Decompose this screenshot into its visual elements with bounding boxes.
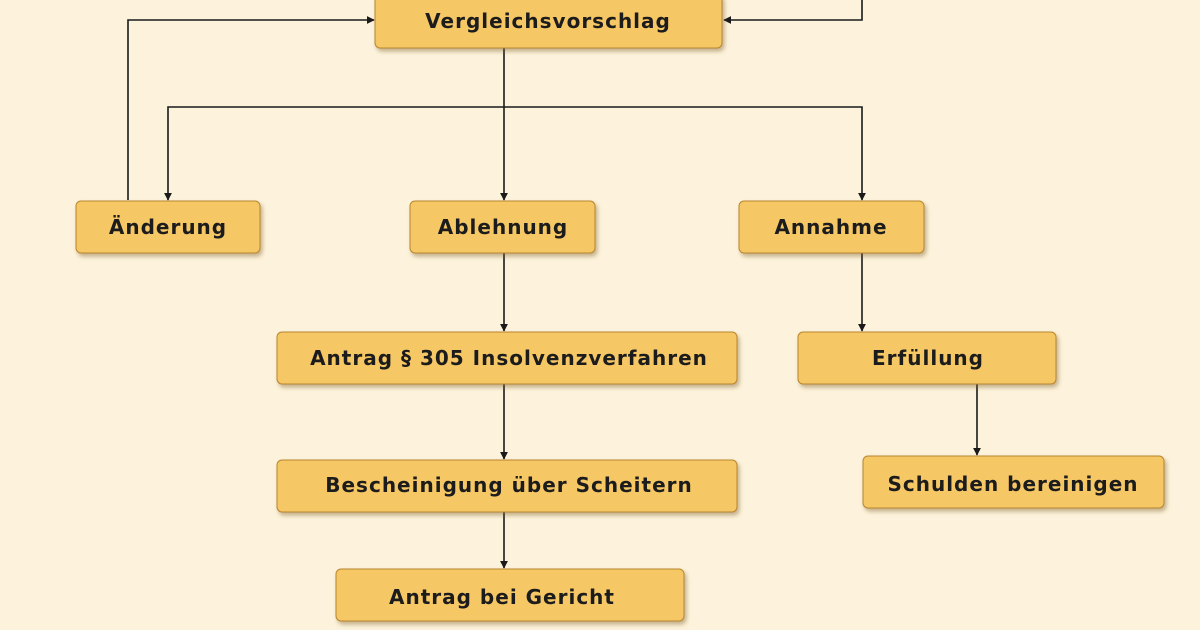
node-annahme: Annahme — [738, 200, 925, 254]
connector-right-feedback-to-vergleichsvorschlag — [723, 0, 863, 24]
node-annahme-label: Annahme — [774, 215, 887, 239]
node-vergleichsvorschlag-label: Vergleichsvorschlag — [425, 9, 671, 33]
node-ablehnung-label: Ablehnung — [438, 215, 568, 239]
node-vergleichsvorschlag: Vergleichsvorschlag — [374, 0, 723, 49]
node-ablehnung: Ablehnung — [409, 200, 596, 254]
node-antrag-305: Antrag § 305 Insolvenzverfahren — [276, 331, 738, 385]
node-antrag-gericht-label: Antrag bei Gericht — [389, 585, 615, 609]
node-schulden-label: Schulden bereinigen — [887, 472, 1138, 496]
node-aenderung: Änderung — [75, 200, 261, 254]
node-antrag-305-label: Antrag § 305 Insolvenzverfahren — [310, 346, 708, 370]
node-erfuellung: Erfüllung — [797, 331, 1057, 385]
connector-aenderung-to-vergleichsvorschlag — [127, 16, 375, 200]
node-antrag-gericht: Antrag bei Gericht — [335, 568, 685, 622]
node-erfuellung-label: Erfüllung — [872, 346, 984, 370]
connector-branch-to-aenderung — [164, 106, 504, 201]
node-schulden: Schulden bereinigen — [862, 455, 1165, 509]
node-bescheinigung-label: Bescheinigung über Scheitern — [325, 473, 692, 497]
node-bescheinigung: Bescheinigung über Scheitern — [276, 459, 738, 513]
node-aenderung-label: Änderung — [109, 215, 227, 239]
connectors — [127, 0, 981, 569]
connector-branch-to-annahme — [504, 106, 866, 201]
